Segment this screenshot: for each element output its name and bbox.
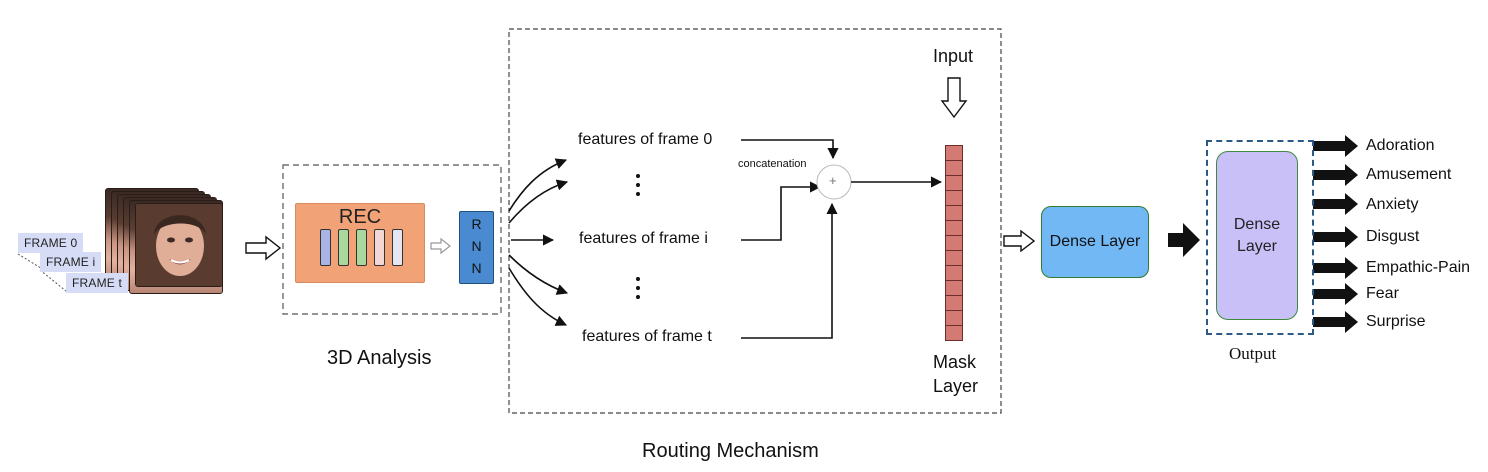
mask-cell — [945, 190, 963, 206]
ellipsis-upper — [636, 174, 640, 201]
mask-cell — [945, 280, 963, 296]
rec-block: REC — [295, 203, 425, 283]
ellipsis-lower — [636, 277, 640, 304]
frame-leader — [17, 253, 45, 271]
input-label: Input — [933, 46, 974, 66]
frame-label-i: FRAME i — [40, 252, 102, 272]
rnn-letter: N — [471, 238, 482, 254]
mask-cell — [945, 325, 963, 341]
mask-cell — [945, 250, 963, 266]
analysis-3d-caption: 3D Analysis — [327, 347, 432, 369]
feature-label-frame-0: features of frame 0 — [578, 131, 713, 148]
rec-layer-bar — [356, 229, 367, 266]
feature-label-frame-i: features of frame i — [579, 230, 708, 247]
emotion-label-amusement: Amusement — [1366, 166, 1452, 183]
rnn-letter: R — [471, 216, 482, 232]
emotion-label-fear: Fear — [1366, 285, 1399, 302]
concatenation-plus: + — [829, 173, 837, 188]
rec-layer-bar — [374, 229, 385, 266]
output-dense-label-line2: Layer — [1236, 237, 1278, 255]
mask-layer — [945, 145, 963, 341]
emotion-label-anxiety: Anxiety — [1366, 196, 1419, 213]
feature-label-frame-t: features of frame t — [582, 328, 712, 345]
face-frame-image — [135, 203, 223, 287]
frame-label-0: FRAME 0 — [18, 233, 84, 253]
output-caption: Output — [1229, 344, 1277, 363]
analysis-3d-container — [282, 164, 502, 315]
output-dense-label-line1: Dense — [1233, 215, 1281, 233]
routing-caption: Routing Mechanism — [642, 440, 819, 462]
rec-layer-bar — [338, 229, 349, 266]
rec-layer-bar — [392, 229, 403, 266]
rec-label: REC — [338, 206, 382, 228]
mask-cell — [945, 310, 963, 326]
mask-cell — [945, 235, 963, 251]
mask-cell — [945, 205, 963, 221]
mask-layer-label-line2: Layer — [933, 376, 979, 396]
emotion-arrows — [1313, 135, 1358, 333]
hollow-arrow-rec-to-rnn — [430, 237, 451, 255]
rec-layer-bar — [320, 229, 331, 266]
emotion-label-surprise: Surprise — [1366, 313, 1426, 330]
frame-leader — [39, 269, 67, 292]
emotion-label-empathic-pain: Empathic-Pain — [1366, 259, 1471, 276]
mask-cell — [945, 265, 963, 281]
dense-layer-label: Dense Layer — [1049, 233, 1141, 250]
hollow-arrow-to-analysis — [245, 235, 282, 261]
rnn-block: R N N — [459, 211, 494, 284]
output-dense-block: Dense Layer — [1216, 151, 1298, 320]
mask-layer-label-line1: Mask — [933, 352, 977, 372]
mask-cell — [945, 220, 963, 236]
output-container — [1206, 140, 1314, 335]
feature-routes — [741, 139, 839, 339]
fanout-arrows — [508, 158, 569, 326]
emotion-label-adoration: Adoration — [1366, 137, 1435, 154]
emotion-label-disgust: Disgust — [1366, 228, 1420, 245]
concatenation-label: concatenation — [738, 158, 807, 170]
mask-cell — [945, 175, 963, 191]
mask-cell — [945, 160, 963, 176]
solid-arrow-to-output — [1168, 223, 1200, 257]
mask-cell — [945, 295, 963, 311]
frame-label-t: FRAME t — [66, 273, 129, 293]
dense-layer-block: Dense Layer — [1041, 206, 1149, 278]
routing-container — [508, 28, 1002, 414]
input-down-arrow — [940, 77, 968, 119]
hollow-arrow-to-dense — [1003, 229, 1036, 253]
mask-cell — [945, 145, 963, 161]
rnn-letter: N — [471, 260, 482, 276]
face-icon — [136, 204, 222, 286]
